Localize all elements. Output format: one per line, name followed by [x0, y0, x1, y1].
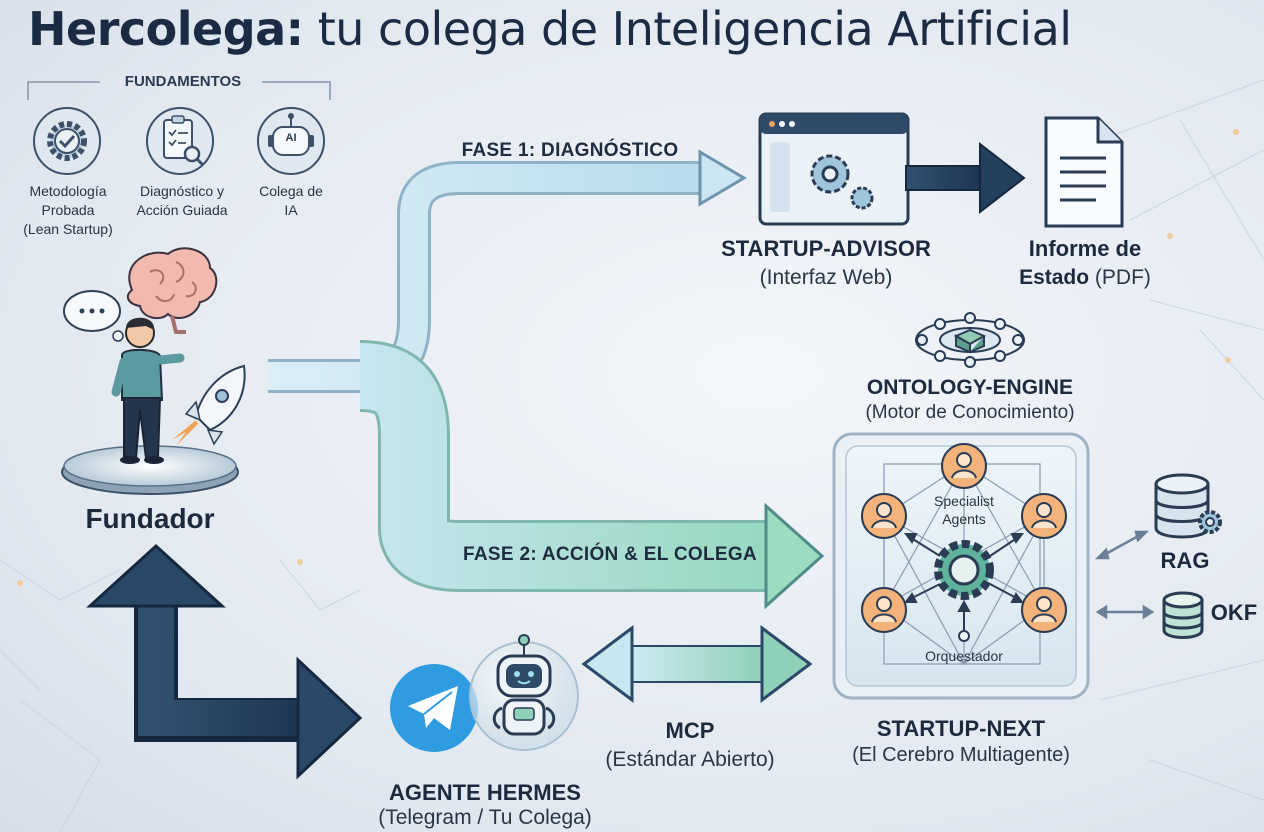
ai-robot-icon	[257, 107, 325, 175]
rag-link-arrow	[1094, 530, 1150, 560]
founder-to-hermes-arrow	[86, 543, 363, 780]
phase1-label: FASE 1: DIAGNÓSTICO	[461, 140, 679, 161]
report-subtitle: Estado (PDF)	[990, 266, 1180, 290]
telegram-icon	[390, 664, 478, 752]
agent-arrows	[904, 533, 1024, 636]
phase2-arrowhead	[764, 502, 825, 610]
fundamento-line: Acción Guiada	[136, 202, 228, 218]
specialist-agents-label: Specialist Agents	[912, 492, 1016, 528]
background-dots	[17, 129, 1239, 586]
ai-badge-text: AI	[285, 132, 297, 144]
brain-icon	[126, 247, 218, 334]
startup-next-title: STARTUP-NEXT	[876, 716, 1046, 741]
fundamento-line: (Lean Startup)	[23, 221, 113, 237]
fundamento-line: Probada	[41, 202, 95, 218]
advisor-to-report-arrow	[905, 141, 1026, 215]
fundamentos-heading: FUNDAMENTOS	[124, 73, 242, 90]
okf-database-icon	[1162, 591, 1204, 639]
mcp-title: MCP	[665, 718, 715, 743]
document-icon	[1044, 116, 1124, 228]
startup-advisor-subtitle: (Interfaz Web)	[759, 266, 893, 289]
specialist-agent-icons	[861, 443, 1067, 633]
specialist-label-line: Specialist	[934, 493, 994, 509]
fundamento-colega-label: Colega de IA	[246, 182, 336, 220]
fundamento-line: IA	[284, 202, 298, 218]
phase1-arrowhead	[698, 149, 747, 207]
hermes-title: AGENTE HERMES	[389, 780, 581, 805]
ontology-engine-title: ONTOLOGY-ENGINE	[866, 376, 1074, 399]
report-title: Informe de	[1028, 236, 1142, 261]
report-subtitle-rest: (PDF)	[1089, 266, 1151, 289]
rocket-icon	[172, 364, 246, 446]
orchestrator-node	[958, 630, 970, 642]
fundamento-lean-startup-label: Metodología Probada (Lean Startup)	[8, 182, 128, 239]
background-network	[0, 79, 1264, 832]
okf-link-arrow	[1095, 604, 1155, 620]
title-tagline: tu colega de Inteligencia Artificial	[303, 2, 1072, 56]
startup-advisor-title: STARTUP-ADVISOR	[721, 236, 931, 261]
specialist-label-line: Agents	[942, 511, 986, 527]
mcp-subtitle: (Estándar Abierto)	[605, 748, 775, 771]
fundamento-line: Metodología	[29, 183, 107, 199]
fundamento-line: Diagnóstico y	[139, 183, 225, 199]
rag-label: RAG	[1160, 548, 1210, 573]
ontology-network-icon	[915, 312, 1025, 368]
fundamento-diagnostico-label: Diagnóstico y Acción Guiada	[122, 182, 242, 220]
page-title: Hercolega: tu colega de Inteligencia Art…	[28, 2, 1072, 56]
mcp-double-arrow	[581, 625, 813, 703]
ontology-engine-subtitle: (Motor de Conocimiento)	[865, 402, 1075, 423]
gear-check-icon	[33, 107, 101, 175]
startup-next-subtitle: (El Cerebro Multiagente)	[852, 744, 1070, 766]
thought-bubble-icon	[63, 290, 124, 342]
orchestrator-label: Orquestador	[925, 648, 1003, 664]
founder-label: Fundador	[85, 503, 215, 534]
web-interface-icon	[758, 112, 910, 226]
title-brand: Hercolega:	[28, 2, 304, 56]
orchestrator-gear-icon	[934, 540, 994, 600]
report-subtitle-bold: Estado	[1019, 266, 1090, 289]
rag-database-icon	[1154, 473, 1222, 539]
fundamentos-bracket	[27, 81, 331, 100]
phase2-label: FASE 2: ACCIÓN & EL COLEGA	[463, 544, 757, 565]
founder-person-icon	[111, 317, 185, 464]
clipboard-search-icon	[146, 107, 214, 175]
founder-flow-split	[268, 161, 768, 592]
okf-label: OKF	[1210, 600, 1258, 625]
fundamento-line: Colega de	[259, 183, 323, 199]
hermes-subtitle: (Telegram / Tu Colega)	[378, 806, 592, 829]
hermes-robot-icon	[469, 634, 579, 751]
